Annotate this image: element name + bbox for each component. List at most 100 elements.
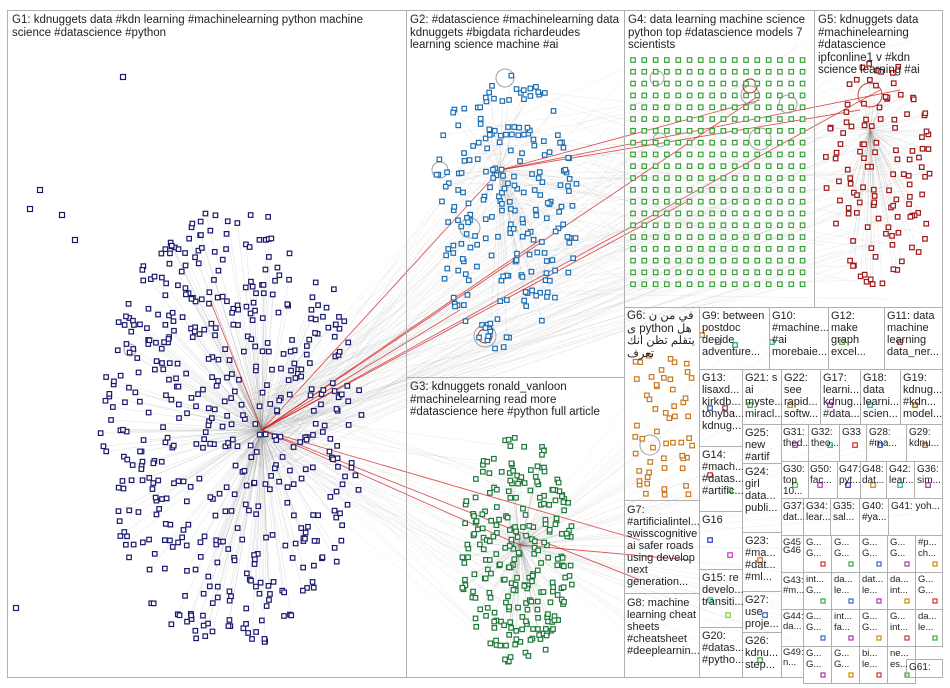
node-small-group[interactable]: [707, 472, 713, 478]
node-g2[interactable]: [497, 298, 504, 304]
node-g2[interactable]: [535, 175, 542, 181]
node-g4[interactable]: [754, 246, 761, 252]
node-g2[interactable]: [557, 139, 563, 146]
node-g5[interactable]: [827, 125, 834, 132]
node-g2[interactable]: [477, 115, 484, 122]
node-g5[interactable]: [845, 210, 852, 217]
node-g2[interactable]: [527, 93, 534, 99]
node-small-group[interactable]: [787, 402, 793, 408]
node-g4[interactable]: [652, 269, 659, 276]
node-g3[interactable]: [539, 451, 545, 458]
node-g4[interactable]: [765, 163, 772, 169]
node-g1[interactable]: [152, 366, 158, 373]
node-g5[interactable]: [906, 181, 913, 188]
node-g4[interactable]: [754, 187, 761, 193]
node-g4[interactable]: [709, 269, 716, 276]
node-g1[interactable]: [200, 622, 207, 629]
node-g2[interactable]: [458, 170, 465, 176]
node-g3[interactable]: [475, 526, 481, 533]
node-g1[interactable]: [179, 314, 186, 320]
node-g3[interactable]: [525, 653, 532, 659]
node-g4[interactable]: [652, 257, 659, 264]
node-g2[interactable]: [450, 294, 457, 301]
node-g1[interactable]: [145, 409, 152, 416]
node-g4[interactable]: [799, 128, 806, 134]
node-g1[interactable]: [130, 346, 137, 352]
node-g5[interactable]: [894, 214, 901, 220]
node-g1[interactable]: [228, 593, 234, 600]
node-g2[interactable]: [546, 149, 553, 155]
node-g4[interactable]: [720, 57, 727, 63]
node-g1[interactable]: [230, 436, 236, 443]
node-g3[interactable]: [483, 612, 489, 619]
node-g5[interactable]: [866, 60, 873, 67]
node-g1[interactable]: [224, 218, 231, 225]
node-g1[interactable]: [195, 260, 202, 267]
node-g3[interactable]: [506, 543, 513, 549]
node-g3[interactable]: [561, 507, 568, 514]
node-g1[interactable]: [207, 227, 214, 234]
node-g3[interactable]: [542, 626, 549, 632]
node-g3[interactable]: [543, 632, 550, 639]
node-g4[interactable]: [788, 257, 795, 264]
node-g1[interactable]: [212, 512, 219, 519]
node-g2[interactable]: [465, 200, 472, 207]
node-g4[interactable]: [697, 116, 704, 122]
node-g1[interactable]: [214, 559, 221, 566]
node-g4[interactable]: [663, 246, 670, 252]
node-g4[interactable]: [709, 175, 716, 181]
node-g2[interactable]: [444, 265, 451, 272]
node-g1[interactable]: [260, 290, 267, 297]
node-g1[interactable]: [309, 579, 316, 585]
node-g2[interactable]: [474, 263, 480, 270]
node-g6[interactable]: [636, 478, 643, 484]
node-g1[interactable]: [109, 404, 116, 410]
node-g1[interactable]: [311, 562, 317, 569]
node-g4[interactable]: [663, 116, 670, 122]
node-g4[interactable]: [776, 257, 783, 264]
node-g4[interactable]: [630, 116, 636, 122]
node-g3[interactable]: [519, 614, 526, 620]
node-g2[interactable]: [530, 136, 537, 143]
node-g4[interactable]: [697, 57, 704, 63]
node-g4[interactable]: [743, 139, 749, 146]
node-g2[interactable]: [520, 87, 527, 94]
node-g1[interactable]: [253, 583, 259, 590]
node-g3[interactable]: [503, 599, 509, 606]
node-g1[interactable]: [224, 412, 230, 419]
node-g4[interactable]: [686, 151, 693, 158]
node-g4[interactable]: [720, 139, 727, 146]
node-g1[interactable]: [123, 313, 129, 320]
node-g2[interactable]: [533, 292, 540, 299]
node-g4[interactable]: [697, 104, 704, 111]
node-g5[interactable]: [906, 156, 913, 163]
node-g1[interactable]: [209, 628, 216, 635]
node-g3[interactable]: [526, 522, 533, 529]
node-g3[interactable]: [529, 578, 535, 585]
node-g1[interactable]: [121, 529, 128, 535]
node-g1[interactable]: [291, 360, 298, 367]
node-g3[interactable]: [487, 640, 494, 647]
node-g5[interactable]: [844, 101, 851, 108]
node-g3[interactable]: [471, 571, 478, 578]
node-g1[interactable]: [209, 415, 215, 421]
node-g4[interactable]: [709, 246, 716, 252]
node-g1[interactable]: [135, 369, 142, 376]
node-g4[interactable]: [709, 281, 716, 288]
node-g3[interactable]: [459, 554, 466, 561]
node-g1-outlier[interactable]: [58, 211, 66, 219]
node-g5[interactable]: [890, 266, 897, 273]
node-g2[interactable]: [497, 132, 504, 139]
node-g1[interactable]: [205, 356, 212, 362]
node-g4[interactable]: [630, 57, 636, 63]
node-g2[interactable]: [445, 180, 452, 187]
node-g1[interactable]: [252, 421, 259, 427]
node-g2[interactable]: [460, 189, 466, 196]
node-g5[interactable]: [906, 201, 912, 207]
node-g2[interactable]: [461, 302, 467, 308]
node-g1[interactable]: [166, 260, 173, 267]
node-g5[interactable]: [872, 254, 879, 260]
node-g1[interactable]: [128, 477, 135, 484]
node-g1[interactable]: [356, 387, 362, 394]
node-g1[interactable]: [197, 218, 204, 225]
